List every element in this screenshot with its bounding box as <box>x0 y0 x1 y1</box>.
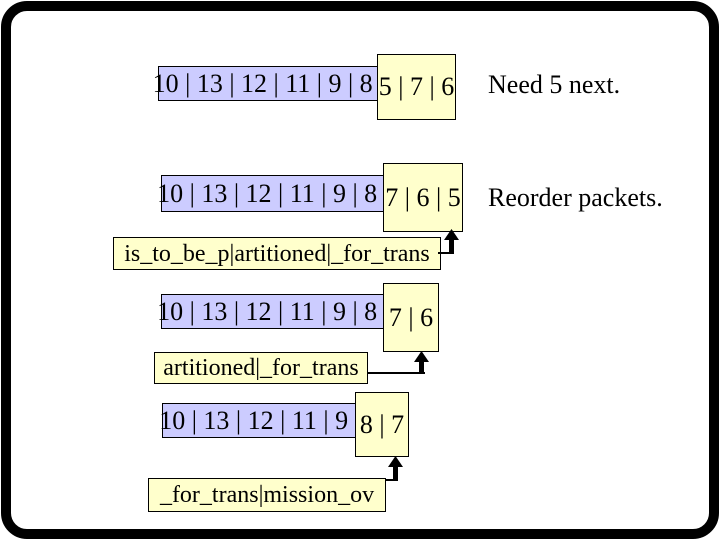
incoming-packets-1: 5 | 7 | 6 <box>377 54 456 120</box>
incoming-packets-4: 8 | 7 <box>355 392 409 457</box>
up-arrow-icon <box>367 351 429 374</box>
caption-reorder-packets: Reorder packets. <box>488 183 663 212</box>
up-arrow-icon <box>385 456 403 481</box>
buffer-sequence-3: 10 | 13 | 12 | 11 | 9 | 8 | <box>157 294 389 329</box>
incoming-packets-2: 7 | 6 | 5 <box>383 163 463 232</box>
up-arrow-icon <box>438 229 459 254</box>
incoming-packets-3: 7 | 6 <box>383 283 439 352</box>
payload-text-box-2: artitioned|_for_trans <box>154 352 368 384</box>
buffer-sequence-4: 10 | 13 | 12 | 11 | 9 | <box>159 403 360 438</box>
buffer-sequence-1: 10 | 13 | 12 | 11 | 9 | 8 | <box>153 66 384 101</box>
payload-text-box-3: _for_trans|mission_ov <box>148 478 386 512</box>
payload-text-box-1: is_to_be_p|artitioned|_for_trans <box>113 237 441 270</box>
caption-need-next: Need 5 next. <box>488 70 621 99</box>
buffer-sequence-2: 10 | 13 | 12 | 11 | 9 | 8 | <box>157 175 389 212</box>
